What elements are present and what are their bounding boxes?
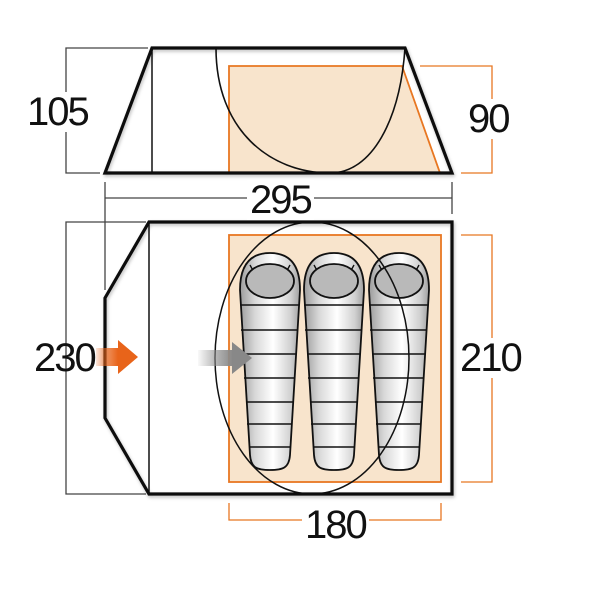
sleeping-bag-3: [368, 252, 430, 471]
dim-bracket-230: [65, 221, 146, 495]
sleeping-bag-1: [239, 252, 301, 471]
plan-view: [65, 220, 493, 521]
grey-entry-arrow-icon: [198, 342, 252, 374]
side-view: [65, 46, 493, 175]
dim-label-105: 105: [24, 92, 91, 132]
dim-label-180: 180: [302, 505, 369, 545]
inner-tent-side: [228, 65, 442, 173]
outer-tent-floor: [103, 220, 454, 496]
dim-label-230: 230: [34, 336, 97, 380]
dim-label-210: 210: [457, 338, 524, 378]
dim-label-90: 90: [465, 99, 512, 139]
outer-tent-side: [102, 46, 455, 175]
dim-label-295: 295: [247, 180, 314, 220]
orange-entry-arrow-icon: [96, 340, 138, 374]
sleeping-bag-2: [303, 252, 365, 471]
